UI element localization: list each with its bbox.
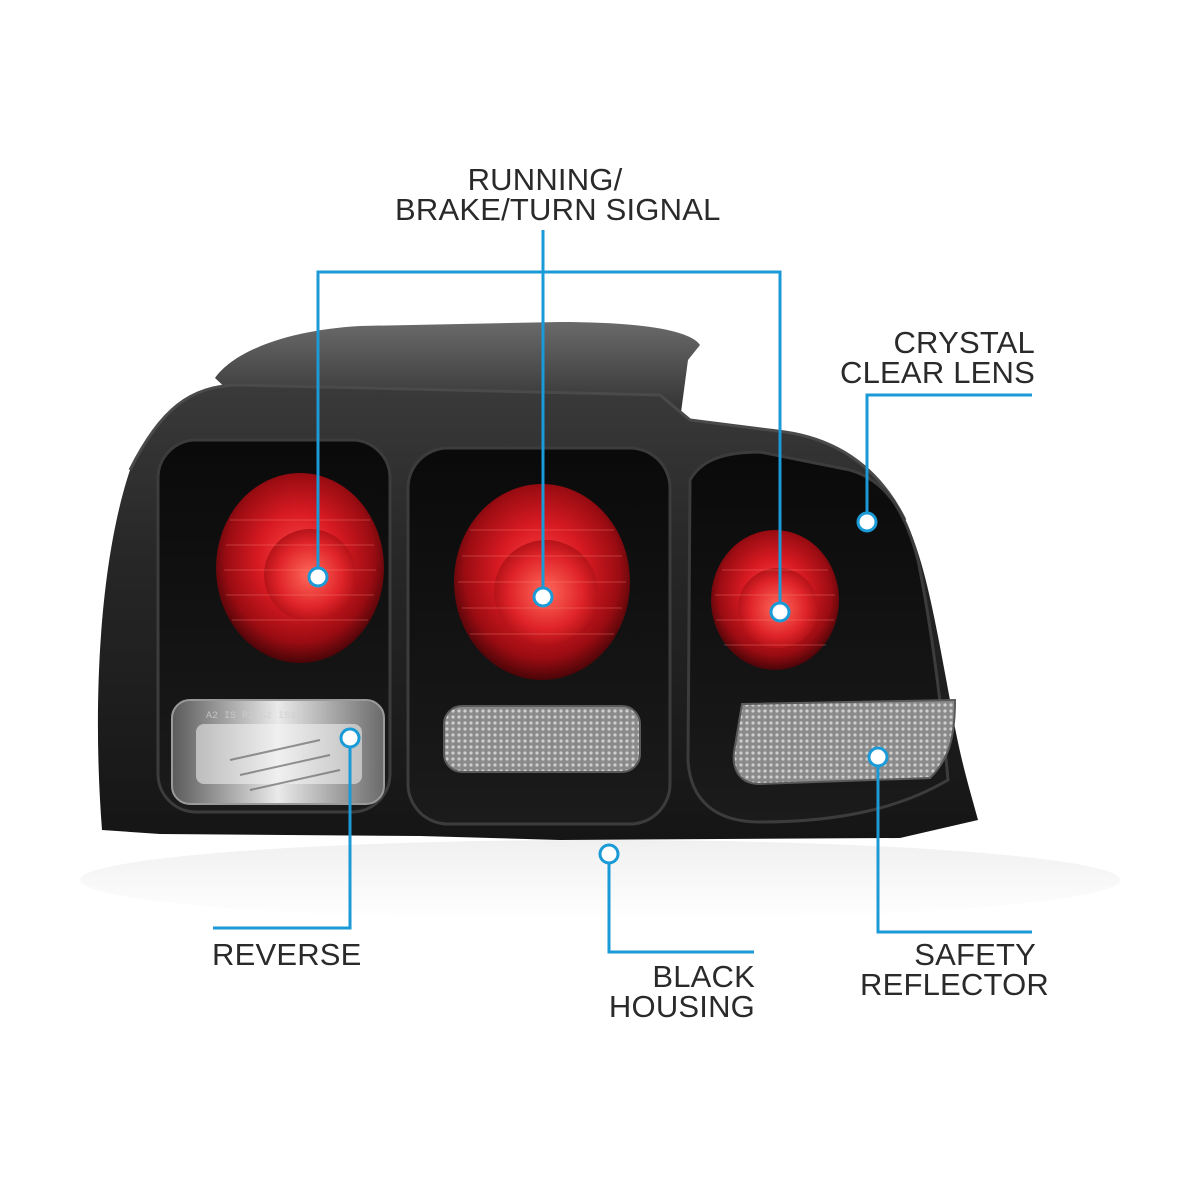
- right-safety-reflector: [732, 698, 957, 786]
- dot-left-lens: [307, 566, 329, 588]
- date-code-text: A2 IS P2 S2 IS97: [206, 711, 302, 722]
- label-housing-line2: HOUSING: [608, 989, 755, 1024]
- dot-safety-reflector: [867, 746, 889, 768]
- floor-reflection: [80, 840, 1120, 920]
- callout-dots: [307, 511, 889, 865]
- label-safety-line2: REFLECTOR: [860, 967, 1049, 1002]
- label-safety-reflector: SAFETY REFLECTOR: [860, 937, 1049, 1002]
- dot-reverse: [339, 727, 361, 749]
- label-crystal-line2: CLEAR LENS: [840, 355, 1035, 390]
- label-running-brake-turn: RUNNING/ BRAKE/TURN SIGNAL: [395, 162, 721, 227]
- dot-middle-lens: [532, 586, 554, 608]
- dot-right-lens: [769, 601, 791, 623]
- dot-housing: [598, 843, 620, 865]
- middle-safety-reflector: [443, 705, 641, 773]
- label-running-line2: BRAKE/TURN SIGNAL: [395, 192, 721, 227]
- label-black-housing: BLACK HOUSING: [600, 959, 755, 1024]
- reverse-clear-lens: [171, 699, 385, 805]
- label-reverse-line1: REVERSE: [212, 937, 362, 972]
- left-red-lens: [216, 473, 384, 663]
- dot-crystal-lens: [856, 511, 878, 533]
- right-red-lens: [711, 530, 839, 670]
- label-crystal-clear-lens: CRYSTAL CLEAR LENS: [830, 325, 1035, 390]
- label-crystal-line1: CRYSTAL: [893, 325, 1035, 360]
- label-reverse: REVERSE: [212, 937, 362, 972]
- label-housing-line1: BLACK: [652, 959, 755, 994]
- callout-lines: [213, 230, 1032, 954]
- label-running-line1: RUNNING/: [467, 162, 623, 197]
- label-safety-line1: SAFETY: [914, 937, 1036, 972]
- housing-rim-highlight: [128, 383, 907, 521]
